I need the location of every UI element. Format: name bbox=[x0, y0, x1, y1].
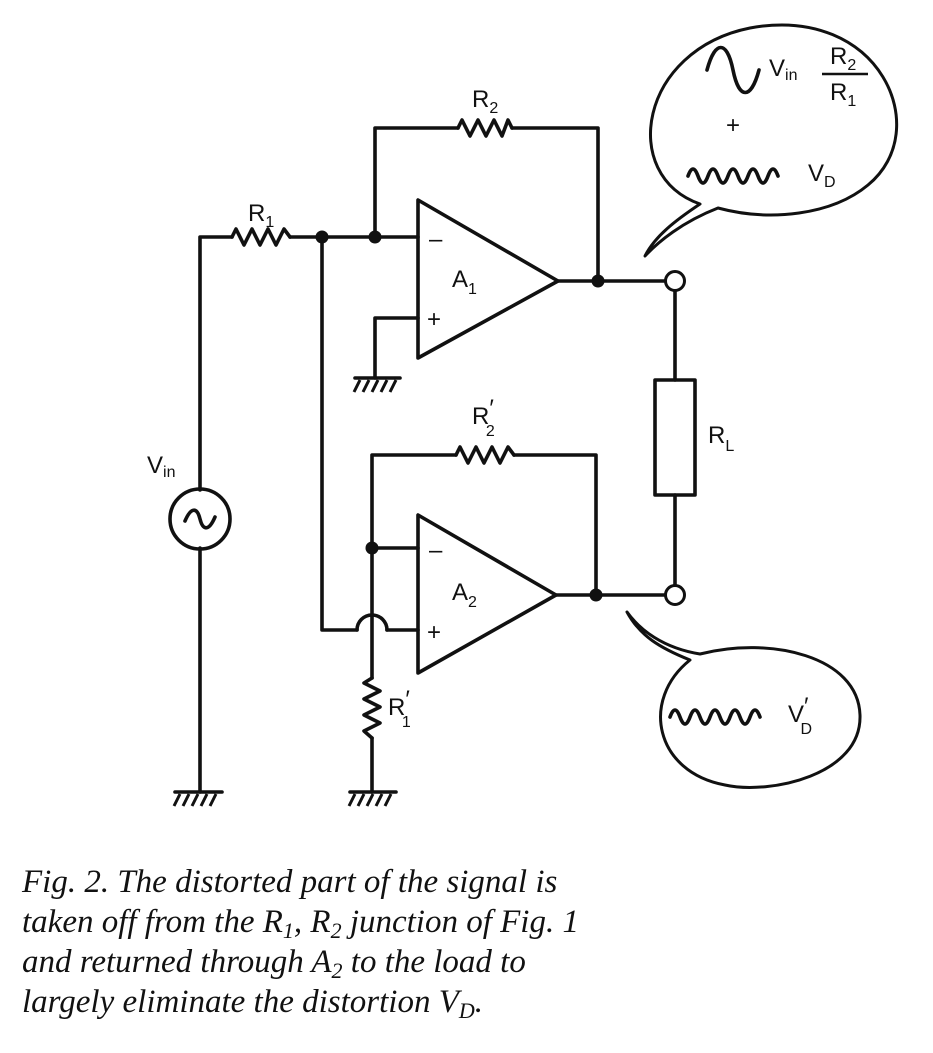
bubble-top-vin: Vin bbox=[769, 55, 797, 84]
bubble-top-ratio-numerator: R2 bbox=[830, 43, 856, 74]
opamp-a2 bbox=[416, 513, 558, 675]
opamp-a2-minus: – bbox=[429, 537, 443, 564]
sine-symbol-icon bbox=[183, 508, 217, 530]
output-terminal-top bbox=[664, 270, 686, 292]
speech-bubble-bottom bbox=[625, 610, 862, 789]
opamp-a2-plus: + bbox=[427, 619, 441, 646]
voltage-source-vin bbox=[168, 487, 232, 551]
label-vin: Vin bbox=[147, 452, 175, 481]
ground-icon bbox=[172, 790, 224, 807]
resistor-r2-prime bbox=[454, 445, 516, 465]
sine-wave-icon bbox=[705, 45, 761, 95]
bubble-top-vd: VD bbox=[808, 160, 836, 191]
speech-bubble-top bbox=[643, 23, 898, 258]
label-r1-prime: R′1 bbox=[388, 686, 411, 731]
caption-line-4: largely eliminate the distortion VD. bbox=[22, 984, 484, 1023]
label-a1: A1 bbox=[452, 266, 477, 298]
junction-dots bbox=[315, 230, 605, 602]
opamp-a1-plus: + bbox=[427, 306, 441, 333]
resistor-r2 bbox=[456, 118, 514, 138]
label-r2-prime: R′2 bbox=[472, 395, 495, 440]
opamp-a1 bbox=[416, 198, 560, 360]
bubble-bottom-vd-prime: V′D bbox=[788, 693, 812, 738]
ground-icon bbox=[352, 376, 402, 393]
label-a2: A2 bbox=[452, 579, 477, 611]
figure-caption: Fig. 2. The distorted part of the signal… bbox=[22, 862, 682, 1022]
opamp-a1-minus: – bbox=[429, 226, 443, 253]
bubble-top-plus: + bbox=[726, 112, 740, 139]
label-r1: R1 bbox=[248, 200, 274, 231]
resistor-r1 bbox=[230, 227, 292, 247]
distortion-wave-prime-icon bbox=[668, 708, 762, 726]
caption-line-3: and returned through A2 to the load to bbox=[22, 944, 526, 983]
resistor-r1-prime bbox=[362, 676, 382, 740]
label-r2: R2 bbox=[472, 86, 498, 117]
ground-icon bbox=[347, 790, 398, 807]
distortion-wave-icon bbox=[686, 167, 780, 185]
label-rl: RL bbox=[708, 422, 734, 455]
circuit-wires bbox=[198, 126, 677, 794]
caption-line-1: Fig. 2. The distorted part of the signal… bbox=[22, 864, 558, 900]
output-terminal-bottom bbox=[664, 584, 686, 606]
bubble-top-ratio-denominator: R1 bbox=[830, 79, 856, 110]
caption-line-2: taken off from the R1, R2 junction of Fi… bbox=[22, 904, 579, 943]
load-resistor-rl bbox=[653, 378, 697, 497]
